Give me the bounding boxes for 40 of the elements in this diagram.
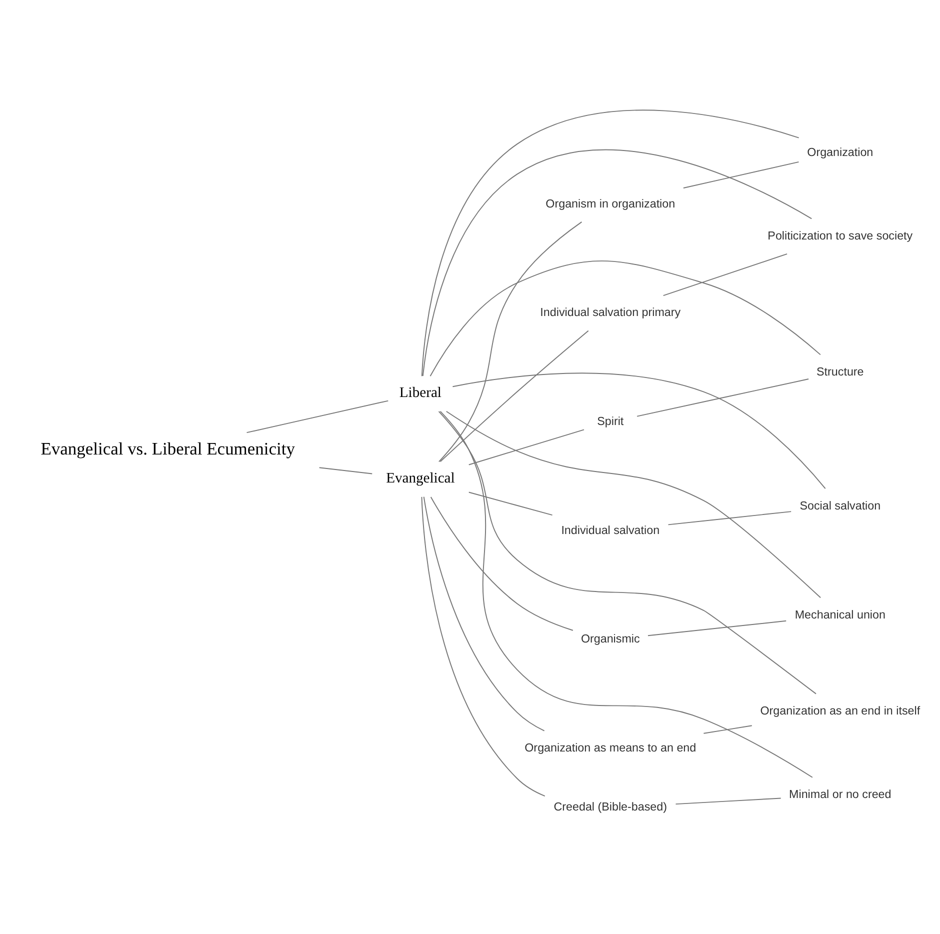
connector bbox=[423, 496, 545, 731]
connector bbox=[421, 109, 800, 376]
connector bbox=[422, 149, 812, 376]
node-text: Individual salvation bbox=[561, 523, 660, 536]
node-text: Organismic bbox=[580, 632, 640, 646]
node-text: Organization bbox=[807, 145, 874, 158]
connector bbox=[468, 428, 584, 465]
node-text: Organization as means to an end bbox=[524, 740, 696, 754]
node-text: Mechanical union bbox=[794, 608, 886, 621]
connector bbox=[446, 410, 821, 598]
connector bbox=[246, 400, 389, 433]
node-text: Creedal (Bible-based) bbox=[554, 800, 668, 814]
connector bbox=[703, 724, 752, 734]
connector bbox=[675, 797, 782, 804]
node-text: Spirit bbox=[597, 414, 624, 428]
node-text: Politicization to save society bbox=[768, 228, 913, 242]
node-text: Minimal or no creed bbox=[789, 788, 892, 801]
connector bbox=[662, 252, 788, 296]
connector bbox=[438, 410, 816, 694]
connector bbox=[682, 160, 800, 188]
connector bbox=[636, 378, 810, 416]
node-text: Liberal bbox=[399, 384, 442, 401]
node-text: Organism in organization bbox=[546, 196, 676, 210]
connector bbox=[647, 620, 787, 636]
node-text: Structure bbox=[816, 364, 864, 378]
connector bbox=[430, 496, 574, 630]
connector bbox=[440, 410, 813, 778]
connector bbox=[452, 372, 826, 489]
node-text: Social salvation bbox=[800, 498, 881, 512]
connector bbox=[668, 510, 792, 525]
node-text: Evangelical vs. Liberal Ecumenicity bbox=[40, 438, 295, 458]
node-text: Organization as an end in itself bbox=[760, 704, 920, 717]
connector bbox=[440, 330, 589, 462]
connector bbox=[421, 496, 546, 796]
node-text: Individual salvation primary bbox=[540, 306, 681, 319]
connector bbox=[468, 491, 553, 516]
node-text: Evangelical bbox=[386, 470, 455, 486]
connector bbox=[430, 260, 821, 376]
connector bbox=[438, 220, 582, 462]
connector bbox=[318, 466, 373, 474]
